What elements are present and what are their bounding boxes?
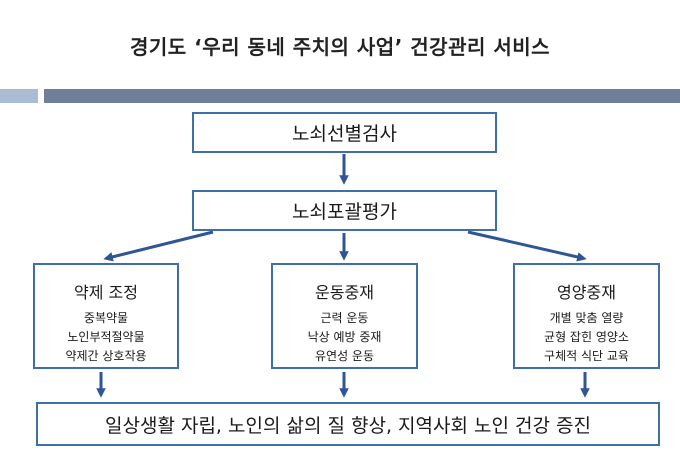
node-nutrition-item: 개별 맞춤 열량 (549, 311, 624, 325)
node-nutrition-label: 영양중재 (557, 283, 616, 302)
node-medication-label: 약제 조정 (74, 283, 138, 302)
node-screening: 노쇠선별검사 (192, 112, 497, 153)
header-accent-bar-light (0, 89, 38, 103)
node-medication-item: 약제간 상호작용 (65, 349, 147, 363)
node-exercise-item: 낙상 예방 중재 (307, 330, 382, 344)
node-exercise-item: 근력 운동 (320, 311, 369, 325)
node-medication: 약제 조정 중복약물 노인부적절약물 약제간 상호작용 (33, 263, 179, 369)
arrow-assessment-to-medication (103, 230, 214, 262)
node-outcome-label: 일상생활 자립, 노인의 삶의 질 향상, 지역사회 노인 건강 증진 (105, 414, 591, 437)
page-title: 경기도 ‘우리 동네 주치의 사업’ 건강관리 서비스 (129, 35, 551, 59)
arrow-assessment-to-nutrition (467, 230, 587, 262)
node-screening-label: 노쇠선별검사 (292, 123, 397, 145)
node-nutrition-item: 균형 잡힌 영양소 (544, 330, 629, 344)
node-exercise: 운동중재 근력 운동 낙상 예방 중재 유연성 운동 (271, 263, 418, 369)
header-accent-bar-dark (44, 89, 680, 103)
node-medication-item: 중복약물 (83, 311, 129, 325)
node-assessment-label: 노쇠포괄평가 (292, 201, 397, 223)
node-exercise-label: 운동중재 (315, 283, 374, 302)
node-assessment: 노쇠포괄평가 (192, 190, 497, 231)
node-outcome: 일상생활 자립, 노인의 삶의 질 향상, 지역사회 노인 건강 증진 (36, 402, 660, 446)
node-medication-item: 노인부적절약물 (67, 330, 145, 344)
node-exercise-item: 유연성 운동 (314, 349, 374, 363)
node-nutrition: 영양중재 개별 맞춤 열량 균형 잡힌 영양소 구체적 식단 교육 (513, 263, 660, 369)
node-nutrition-item: 구체적 식단 교육 (544, 349, 629, 363)
